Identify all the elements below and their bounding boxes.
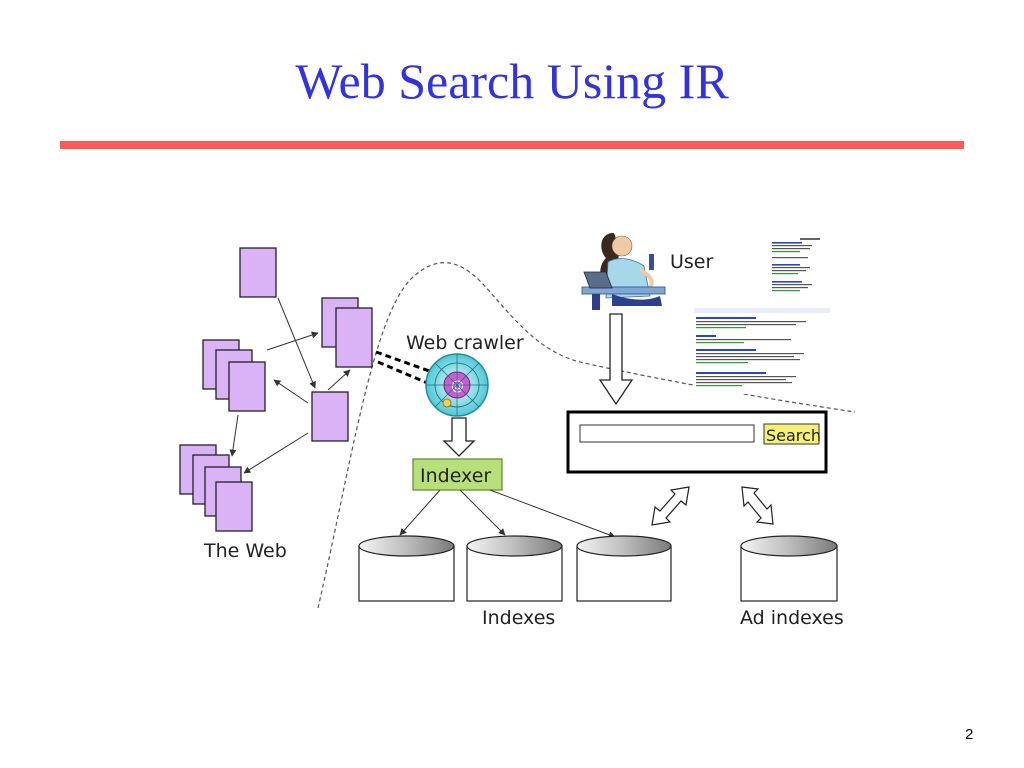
user-to-search-arrow [598,313,634,406]
search-input[interactable] [579,424,755,443]
query-index-arrows [651,486,774,526]
page-number: 2 [965,726,974,743]
web-page [215,481,253,532]
index-cylinders [358,535,838,602]
user-icon [581,232,666,310]
indexes-label: Indexes [482,607,555,629]
slide-title: Web Search Using IR [295,53,729,109]
search-button[interactable] [763,423,820,445]
title-underline [60,141,964,149]
web-page [311,391,349,442]
crawler-access-lines [375,350,433,387]
user-label: User [670,251,713,273]
web-page [228,361,266,412]
search-results-thumbnail [694,308,830,394]
indexer-arrows [399,489,616,539]
web-pages [179,247,373,532]
crawler-boundary-curve [317,262,856,609]
crawler-to-indexer-arrow [442,417,476,457]
double-arrow-icon [741,486,774,525]
double-arrow-icon [651,486,690,526]
web-crawler-label: Web crawler [406,332,524,354]
web-page [335,307,373,368]
ad-index-cylinder [740,535,838,602]
the-web-label: The Web [203,540,287,562]
ad-indexes-label: Ad indexes [740,607,844,629]
indexer-label: Indexer [420,465,491,487]
index-cylinder [466,535,563,602]
web-crawler-icon: @ [425,353,489,417]
web-page [239,247,277,298]
indexer-box [412,458,503,491]
search-button-label[interactable]: Search [766,426,821,445]
web-links [229,297,351,474]
index-cylinder [576,535,672,602]
ad-results-thumbnail [770,236,832,300]
svg-text:@: @ [451,379,464,394]
index-cylinder [358,535,455,602]
